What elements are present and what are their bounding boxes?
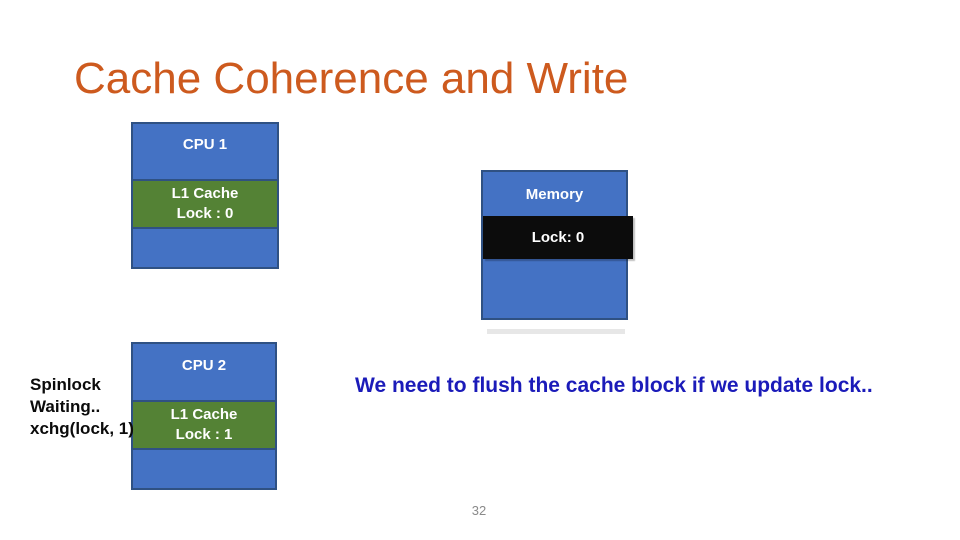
cpu1-cache-title: L1 Cache: [171, 185, 239, 202]
flush-callout-text: We need to flush the cache block if we u…: [355, 374, 873, 397]
cpu1-l1-cache-band: L1 Cache Lock : 0: [133, 179, 277, 229]
cpu2-box: CPU 2 L1 Cache Lock : 1: [131, 342, 277, 490]
spinlock-note: Spinlock Waiting.. xchg(lock, 1): [30, 374, 134, 440]
cpu2-empty-section: [133, 450, 275, 488]
cpu1-lock-value: Lock : 0: [176, 205, 234, 222]
memory-lock-band: Lock: 0: [483, 216, 633, 259]
spinlock-note-line2: Waiting..: [30, 397, 101, 416]
cpu2-label: CPU 2: [181, 357, 227, 374]
cpu2-cache-title: L1 Cache: [170, 406, 238, 423]
slide-title: Cache Coherence and Write: [74, 54, 629, 103]
spinlock-note-line3: xchg(lock, 1): [30, 419, 134, 438]
memory-box-shadow: [487, 329, 625, 334]
cpu1-label: CPU 1: [182, 136, 228, 153]
cpu1-box: CPU 1 L1 Cache Lock : 0: [131, 122, 279, 269]
page-number: 32: [471, 503, 487, 518]
memory-label: Memory: [525, 186, 584, 203]
cpu1-empty-section: [133, 229, 277, 267]
cpu2-lock-value: Lock : 1: [175, 426, 233, 443]
memory-lock-value: Lock: 0: [531, 229, 585, 246]
cpu2-l1-cache-band: L1 Cache Lock : 1: [133, 400, 275, 450]
spinlock-note-line1: Spinlock: [30, 375, 101, 394]
